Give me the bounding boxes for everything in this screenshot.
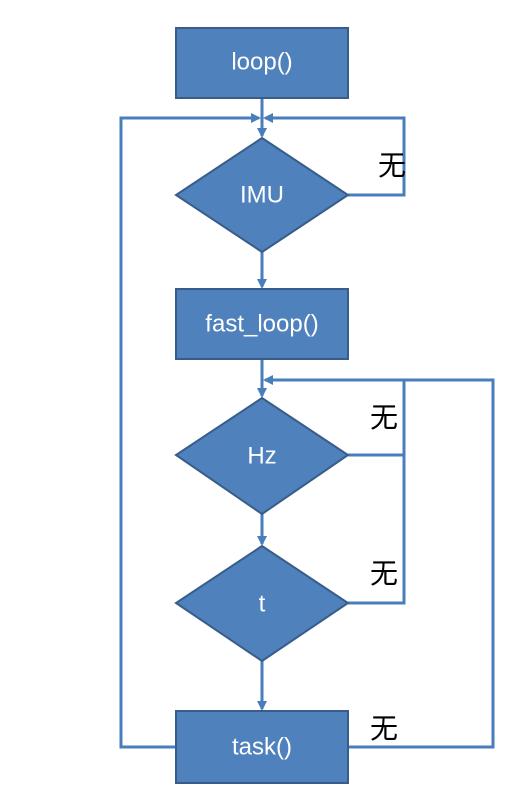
edge-t-no bbox=[348, 455, 406, 605]
edge-imu-no-loop bbox=[263, 113, 406, 197]
node-loop-box bbox=[175, 27, 349, 99]
node-task-box bbox=[175, 710, 349, 784]
node-hz: Hz bbox=[174, 396, 350, 516]
edge-label-t-no: 无 bbox=[370, 557, 398, 590]
node-loop-label: loop() bbox=[231, 48, 292, 75]
node-fast-loop: fast_loop() bbox=[175, 288, 349, 360]
node-hz-label: Hz bbox=[247, 442, 276, 469]
node-t-label: t bbox=[259, 590, 266, 617]
node-t: t bbox=[174, 544, 350, 663]
node-imu: IMU bbox=[174, 136, 350, 254]
node-imu-label: IMU bbox=[240, 181, 284, 208]
edge-task-no-loop bbox=[263, 375, 495, 749]
node-t-diamond bbox=[174, 544, 350, 663]
edge-label-imu-no: 无 bbox=[378, 149, 406, 182]
node-task: task() bbox=[175, 710, 349, 784]
node-hz-diamond bbox=[174, 396, 350, 516]
edge-label-task-no: 无 bbox=[370, 712, 398, 745]
edge-label-hz-no: 无 bbox=[370, 401, 398, 434]
node-imu-diamond bbox=[174, 136, 350, 254]
node-loop: loop() bbox=[175, 27, 349, 99]
node-fast-loop-box bbox=[175, 288, 349, 360]
node-fast-loop-label: fast_loop() bbox=[205, 310, 318, 337]
node-task-label: task() bbox=[232, 733, 292, 760]
edge-task-return-loop bbox=[119, 113, 261, 749]
